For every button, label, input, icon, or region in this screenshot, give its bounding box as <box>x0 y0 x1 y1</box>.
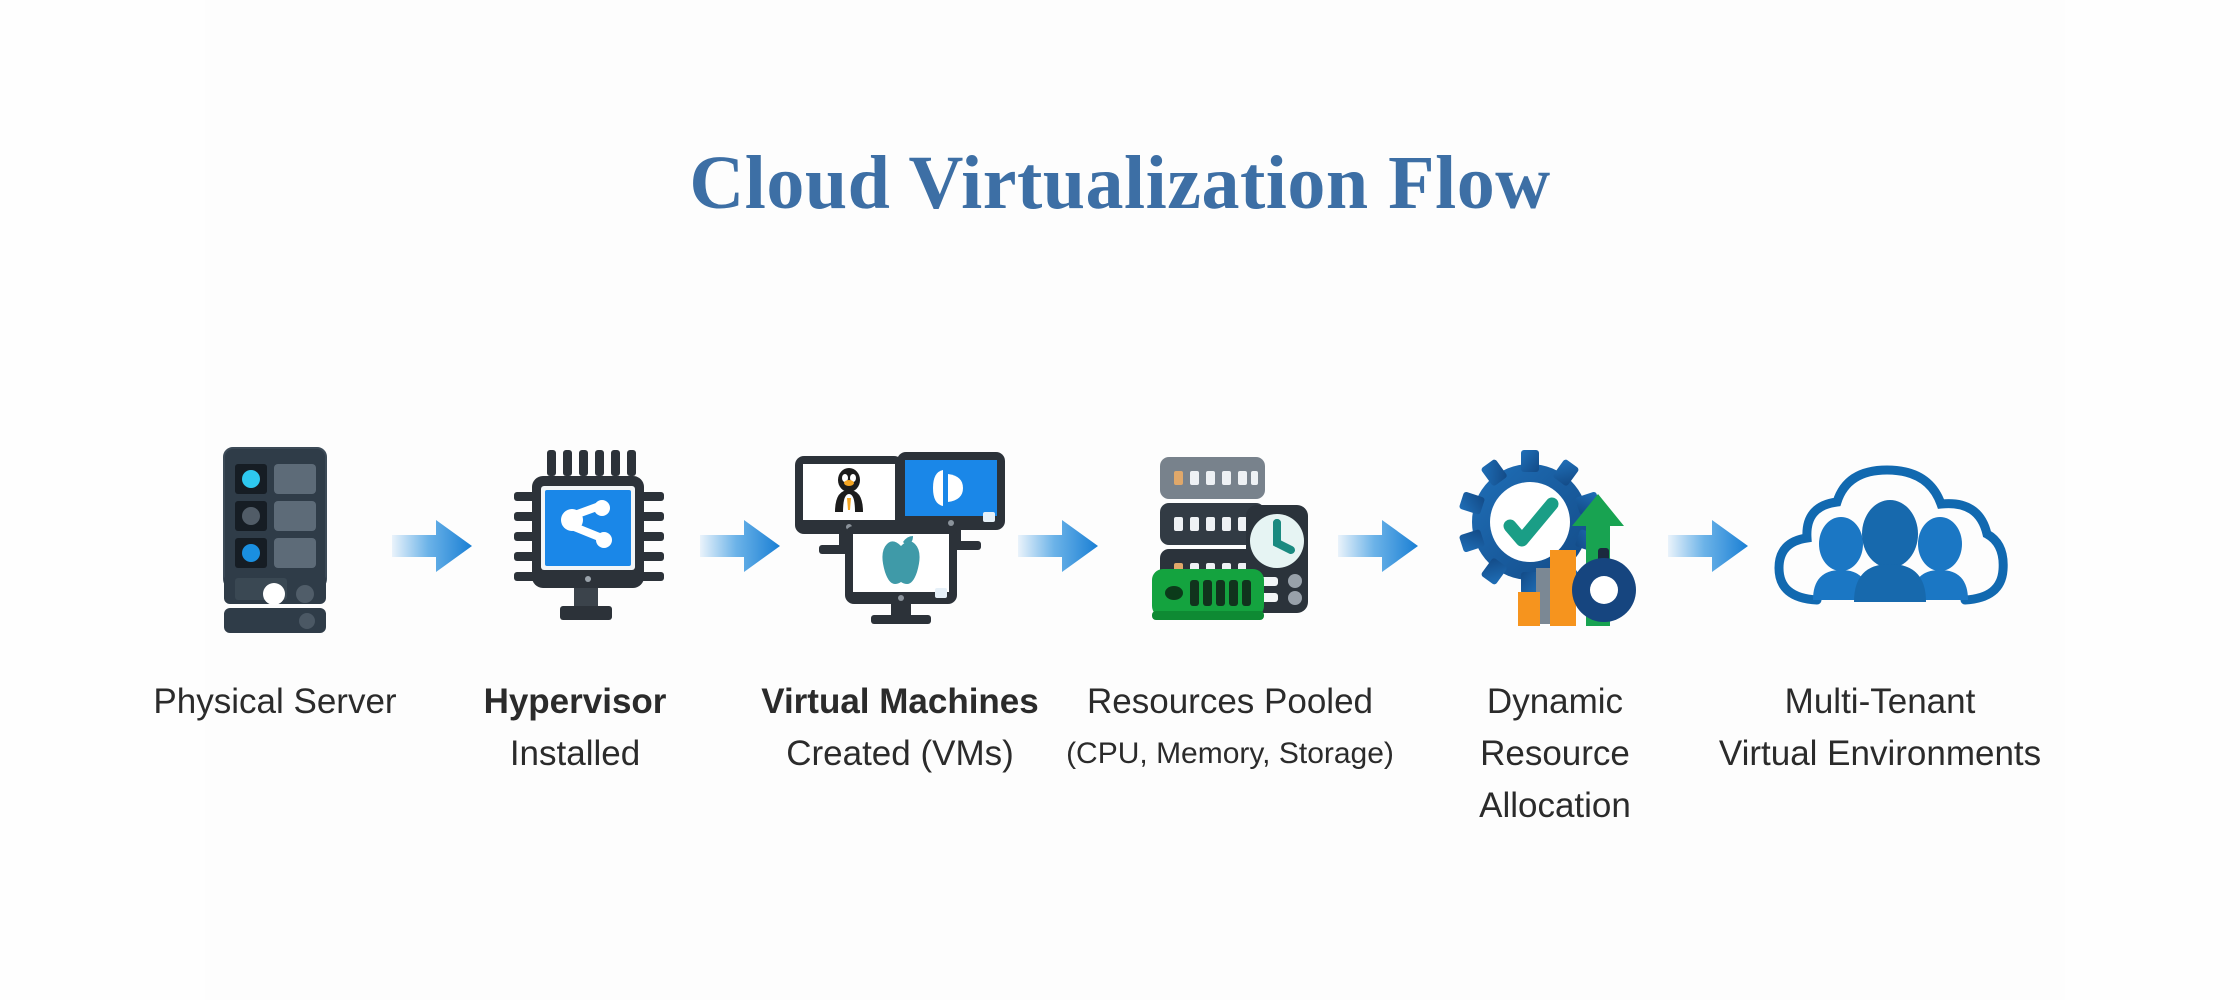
label-dynamic-allocation: Dynamic Resource Allocation <box>1385 676 1725 832</box>
arrow-2 <box>700 518 780 574</box>
labels-row: Physical Server Hypervisor Installed Vir… <box>0 676 2240 896</box>
label-hypervisor: Hypervisor Installed <box>405 676 745 780</box>
label-line-3: Allocation <box>1479 786 1631 825</box>
label-line-2: Created (VMs) <box>786 734 1014 773</box>
label-line-2: Virtual Environments <box>1718 734 2042 773</box>
label-line-1: Hypervisor <box>483 682 667 721</box>
arrow-1 <box>392 518 472 574</box>
label-virtual-machines: Virtual Machines Created (VMs) <box>730 676 1070 780</box>
resource-pool-servers-icon <box>1115 440 1345 640</box>
page-title: Cloud Virtualization Flow <box>689 141 1551 225</box>
label-line-2: Installed <box>509 734 641 773</box>
step-dynamic-allocation[interactable] <box>1440 440 1670 670</box>
step-physical-server[interactable] <box>160 440 390 670</box>
label-line-1: Dynamic <box>1486 682 1624 721</box>
label-line-2: (CPU, Memory, Storage) <box>1066 737 1394 770</box>
label-resources-pooled: Resources Pooled (CPU, Memory, Storage) <box>1060 676 1400 780</box>
physical-server-icon <box>160 440 390 640</box>
step-multi-tenant[interactable] <box>1765 440 2015 670</box>
arrow-3 <box>1018 518 1098 574</box>
label-line-1: Virtual Machines <box>761 682 1039 721</box>
multi-tenant-cloud-users-icon <box>1765 440 2015 640</box>
label-multi-tenant: Multi-Tenant Virtual Environments <box>1710 676 2050 780</box>
label-line-1: Physical Server <box>153 682 397 721</box>
arrow-4 <box>1338 518 1418 574</box>
step-resources-pooled[interactable] <box>1115 440 1345 670</box>
hypervisor-chip-monitor-icon <box>470 440 700 640</box>
virtual-machines-monitors-icon <box>785 440 1015 640</box>
label-line-1: Multi-Tenant <box>1784 682 1976 721</box>
step-hypervisor[interactable] <box>470 440 700 670</box>
arrow-5 <box>1668 518 1748 574</box>
label-line-2: Resource <box>1480 734 1630 773</box>
dynamic-allocation-gear-chart-icon <box>1440 440 1670 640</box>
label-physical-server: Physical Server <box>105 676 445 728</box>
step-virtual-machines[interactable] <box>785 440 1015 670</box>
label-line-1: Resources Pooled <box>1087 682 1373 721</box>
flow-row <box>0 440 2240 670</box>
